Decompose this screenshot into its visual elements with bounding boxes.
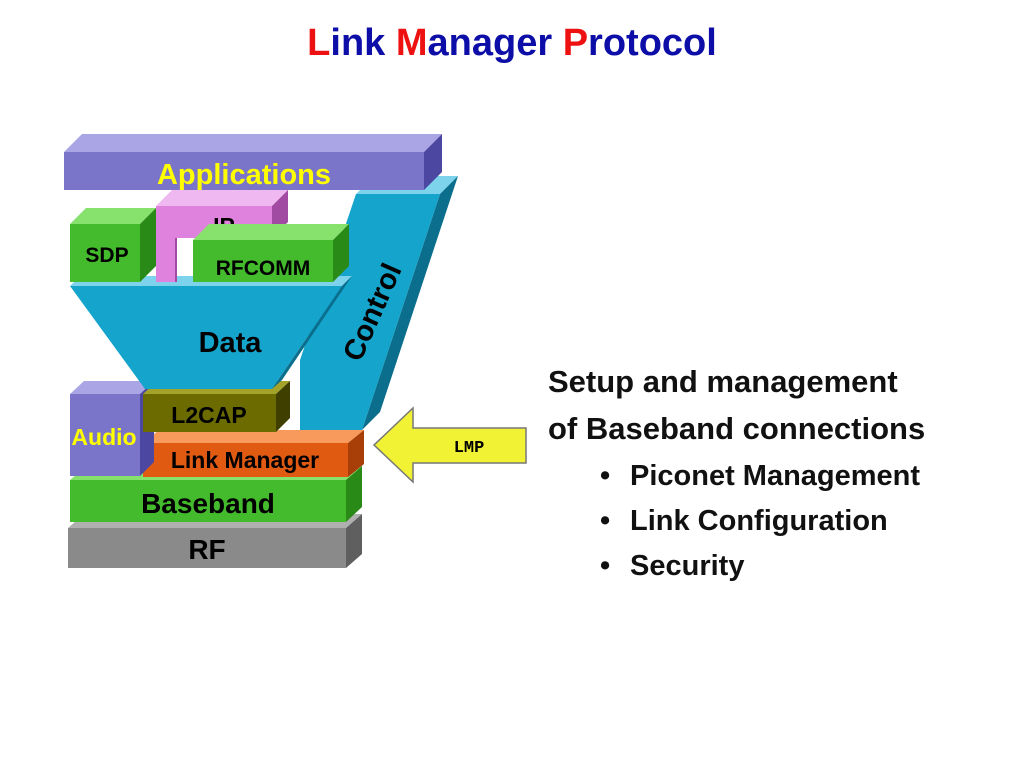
link-manager-label: Link Manager (171, 447, 319, 473)
description-heading-line1: Setup and management (548, 364, 898, 399)
data-label: Data (199, 327, 263, 359)
rf-block-side (346, 514, 362, 568)
sdp-label: SDP (85, 244, 128, 267)
feature-list: •Piconet Management •Link Configuration … (548, 454, 1018, 589)
description-panel: Setup and management of Baseband connect… (548, 358, 1018, 589)
applications-label: Applications (157, 159, 331, 191)
lmp-arrow-shape (372, 406, 527, 484)
rfcomm-block-front (193, 240, 333, 282)
rf-block: RF (68, 514, 362, 568)
list-item: • Piconet Management (600, 454, 1018, 499)
list-item-text: Link Configuration (630, 505, 888, 537)
l2cap-label: L2CAP (171, 402, 246, 428)
list-item: • Security (600, 544, 1018, 589)
applications-block-top (64, 134, 442, 152)
sdp-block-side (140, 208, 156, 282)
baseband-block-front (70, 480, 346, 522)
title-initial-l: L (307, 22, 331, 64)
rfcomm-block: RFCOMM (193, 224, 349, 282)
sdp-block: SDP (70, 208, 156, 282)
ip-block-stem (156, 206, 176, 282)
bullet-icon: • (600, 550, 611, 582)
l2cap-block: L2CAP (143, 381, 290, 432)
rfcomm-label: RFCOMM (216, 257, 310, 280)
rfcomm-block-top (193, 224, 349, 240)
slide-title: Link Manager Protocol (0, 22, 1024, 65)
description-heading-line2: of Baseband connections (548, 411, 926, 446)
sdp-block-top (70, 208, 156, 224)
l2cap-block-side (276, 381, 290, 432)
link-manager-block-front (143, 443, 348, 477)
link-manager-block-side (348, 430, 364, 477)
title-word-anager: anager (427, 22, 563, 64)
lmp-label: LMP (454, 439, 485, 458)
audio-block-top (70, 381, 154, 394)
audio-block-front (70, 394, 140, 476)
title-initial-m: M (395, 22, 428, 64)
bullet-icon: • (600, 460, 611, 492)
lmp-arrow: LMP (372, 406, 527, 484)
list-item-text: Piconet Management (630, 460, 921, 492)
baseband-block-side (346, 466, 362, 522)
audio-label: Audio (71, 424, 136, 450)
title-word-ink: ink (330, 22, 396, 64)
applications-block: Applications (64, 134, 442, 191)
l2cap-block-front (143, 394, 276, 432)
ip-block-top (156, 190, 288, 206)
data-block-side (272, 276, 352, 389)
rfcomm-block-side (333, 224, 349, 282)
applications-block-side (424, 134, 442, 190)
title-word-rotocol: rotocol (588, 22, 717, 64)
baseband-label: Baseband (141, 488, 275, 519)
link-manager-block: Link Manager (143, 430, 364, 477)
rf-block-front (68, 528, 346, 568)
control-block-side (362, 176, 458, 430)
control-block-front (300, 194, 440, 430)
audio-block: Audio (70, 381, 154, 476)
bullet-icon: • (600, 505, 611, 537)
link-manager-block-top (143, 430, 364, 443)
data-block-front (70, 286, 342, 389)
applications-block-front (64, 152, 424, 190)
list-item-text: Security (630, 550, 745, 582)
rf-label: RF (188, 534, 225, 565)
list-item: • Link Configuration (600, 499, 1018, 544)
title-initial-p: P (562, 22, 589, 64)
sdp-block-front (70, 224, 140, 282)
